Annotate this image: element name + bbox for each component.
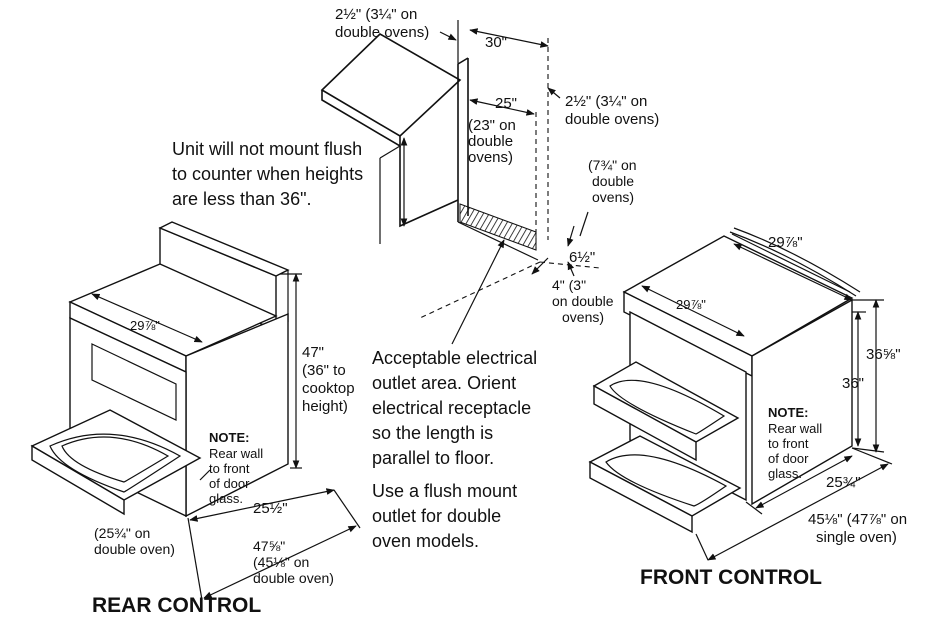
- front-open-depth-label: 45⅛" (47⅞" on single oven): [808, 511, 911, 546]
- side-gap-label: 2½" (3¼" on double ovens): [335, 6, 429, 41]
- outlet-height-alt-label: (7¾" on double ovens): [588, 157, 640, 205]
- outlet-area-note: Acceptable electrical outlet area. Orien…: [372, 348, 542, 551]
- rear-height-label: 47" (36" to cooktop height): [302, 344, 359, 415]
- outlet-width-label: 4" (3" on double ovens): [552, 277, 617, 325]
- front-control-heading: FRONT CONTROL: [640, 566, 822, 589]
- front-top-width-label: 29⅞": [768, 234, 803, 251]
- front-total-height-label: 36⅝": [866, 346, 901, 363]
- front-note-title: NOTE:: [768, 405, 808, 420]
- rear-control-range-drawing: [30, 221, 361, 601]
- front-control-range-drawing: [588, 227, 893, 561]
- front-cooktop-width-label: 29⅞": [676, 297, 706, 312]
- rear-note-body: Rear wall to front of door glass.: [209, 446, 267, 506]
- outlet-height-label: 6½": [569, 249, 595, 266]
- rear-note-title: NOTE:: [209, 430, 249, 445]
- cutout-depth-alt-label: (23" on double ovens): [468, 117, 520, 166]
- cutout-depth-label: 25": [495, 95, 517, 112]
- rear-depth-alt-label: (25¾" on double oven): [94, 525, 175, 557]
- front-height-label: 36": [842, 375, 864, 392]
- rear-cooktop-width-label: 29⅞": [130, 318, 160, 333]
- rear-open-depth-label: 47⅝" (45⅛" on double oven): [253, 538, 334, 586]
- rear-depth-label: 25½": [253, 500, 288, 517]
- front-note-body: Rear wall to front of door glass.: [768, 421, 826, 481]
- flush-mount-note: Unit will not mount flush to counter whe…: [172, 139, 368, 209]
- cabinet-cutout-drawing: [320, 20, 601, 345]
- right-gap-label: 2½" (3¼" on double ovens): [565, 93, 659, 128]
- rear-control-heading: REAR CONTROL: [92, 594, 261, 617]
- front-depth-label: 25¾": [826, 474, 861, 491]
- cutout-width-label: 30": [485, 34, 507, 51]
